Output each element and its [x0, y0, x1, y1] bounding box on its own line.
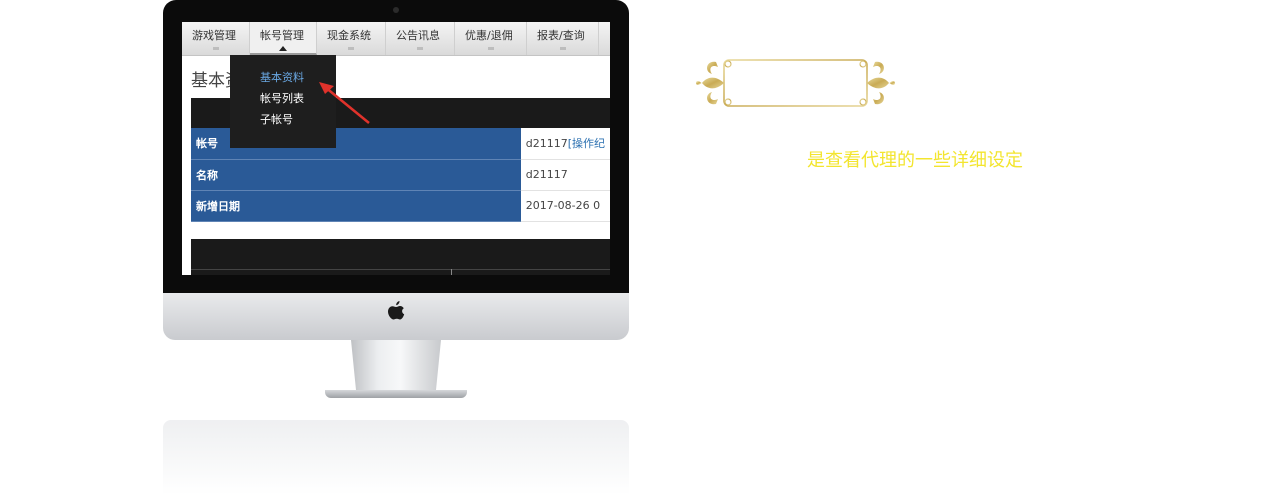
admin-screen: 游戏管理 帐号管理 现金系统 公告讯息 优惠/退佣 — [182, 22, 610, 275]
row-value: d21117 — [520, 159, 610, 191]
tab-announcements[interactable]: 公告讯息 — [386, 22, 455, 55]
tab-label: 现金系统 — [327, 29, 371, 42]
monitor-reflection — [163, 420, 629, 495]
row-key: 名称 — [191, 159, 521, 191]
tab-account-management[interactable]: 帐号管理 — [250, 22, 317, 55]
monitor-chin — [163, 293, 629, 340]
top-nav: 游戏管理 帐号管理 现金系统 公告讯息 优惠/退佣 — [182, 22, 610, 56]
table-row: 名称 d21117 — [191, 159, 610, 191]
camera-icon — [393, 7, 399, 13]
caret-up-icon — [279, 46, 287, 51]
account-dropdown-menu: 基本资料 帐号列表 子帐号 — [230, 55, 336, 148]
monitor-stand-neck — [351, 340, 441, 394]
tab-label: 游戏管理 — [192, 29, 236, 42]
tab-dot-icon — [559, 47, 566, 50]
tab-dot-icon — [487, 47, 494, 50]
gold-ornament-frame — [696, 59, 895, 107]
tab-reports[interactable]: 报表/查询 — [527, 22, 599, 55]
apple-logo-icon — [388, 301, 405, 320]
row-key: 新增日期 — [191, 190, 521, 222]
tab-label: 报表/查询 — [537, 29, 585, 42]
second-table-header — [191, 239, 610, 275]
menu-item-sub-account[interactable]: 子帐号 — [260, 113, 293, 126]
red-arrow-icon — [319, 82, 370, 124]
tab-label: 优惠/退佣 — [465, 29, 513, 42]
monitor-bezel: 游戏管理 帐号管理 现金系统 公告讯息 优惠/退佣 — [163, 0, 629, 293]
feature-caption: 是查看代理的一些详细设定 — [807, 150, 1023, 171]
tab-dot-icon — [212, 47, 219, 50]
divider — [451, 269, 452, 275]
operation-log-link[interactable]: [操作纪 — [567, 137, 605, 151]
tab-label: 公告讯息 — [396, 29, 440, 42]
account-value: d21117 — [525, 137, 568, 151]
menu-item-account-list[interactable]: 帐号列表 — [260, 92, 304, 105]
menu-item-basic-info[interactable]: 基本资料 — [260, 71, 304, 84]
monitor-stand-foot — [325, 390, 467, 398]
tab-label: 帐号管理 — [260, 29, 304, 42]
tab-dot-icon — [348, 47, 354, 50]
tab-dot-icon — [417, 47, 423, 50]
row-value: 2017-08-26 0 — [520, 190, 610, 222]
tab-game-management[interactable]: 游戏管理 — [182, 22, 250, 55]
tab-cash-system[interactable]: 现金系统 — [317, 22, 386, 55]
tab-promotions[interactable]: 优惠/退佣 — [455, 22, 527, 55]
table-row: 新增日期 2017-08-26 0 — [191, 190, 610, 222]
row-value: d21117[操作纪 — [520, 128, 610, 160]
imac-mockup: 游戏管理 帐号管理 现金系统 公告讯息 优惠/退佣 — [163, 0, 629, 495]
divider — [191, 269, 610, 270]
